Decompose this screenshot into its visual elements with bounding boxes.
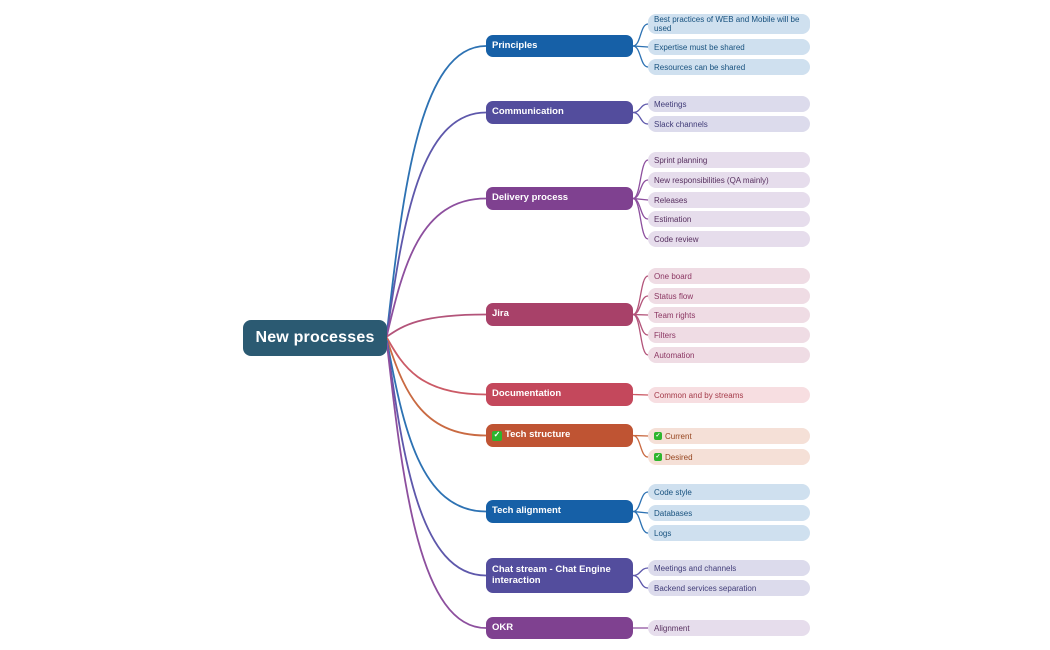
child-connector-tech-alignment-0 [632, 491, 649, 513]
branch-node-principles[interactable]: Principles [486, 35, 633, 57]
branch-node-tech-alignment[interactable]: Tech alignment [486, 500, 633, 523]
child-label: Meetings [654, 99, 687, 109]
child-node-tech-alignment-1[interactable]: Databases [648, 505, 810, 521]
child-label: Best practices of WEB and Mobile will be… [654, 15, 800, 33]
child-label: Team rights [654, 310, 696, 320]
child-node-principles-2[interactable]: Resources can be shared [648, 59, 810, 75]
child-node-jira-1[interactable]: Status flow [648, 288, 810, 304]
child-node-delivery-process-1[interactable]: New responsibilities (QA mainly) [648, 172, 810, 188]
child-node-delivery-process-3[interactable]: Estimation [648, 211, 810, 227]
branch-label-okr: OKR [492, 621, 514, 633]
branch-node-chat-stream[interactable]: Chat stream - Chat Engine interaction [486, 558, 633, 593]
child-node-jira-4[interactable]: Automation [648, 347, 810, 363]
child-label: Sprint planning [654, 155, 708, 165]
branch-label-chat-stream: Chat stream - Chat Engine interaction [492, 564, 611, 586]
branch-label-jira: Jira [492, 308, 509, 320]
branch-connector-tech-alignment [386, 340, 487, 513]
branch-label-tech-structure: Tech structure [505, 429, 571, 441]
child-label: Backend services separation [654, 583, 757, 593]
child-label: Filters [654, 330, 676, 340]
root-label: New processes [255, 329, 375, 346]
branch-node-delivery-process[interactable]: Delivery process [486, 187, 633, 210]
child-node-communication-0[interactable]: Meetings [648, 96, 810, 112]
child-label: Common and by streams [654, 390, 744, 400]
child-connector-principles-2 [632, 45, 649, 68]
branch-connector-principles [386, 45, 487, 333]
child-label: Desired [665, 452, 693, 462]
child-node-jira-0[interactable]: One board [648, 268, 810, 284]
child-connector-principles-0 [632, 23, 649, 47]
child-label: Expertise must be shared [654, 42, 745, 52]
child-node-jira-2[interactable]: Team rights [648, 307, 810, 323]
check-icon: ✓ [492, 430, 502, 441]
child-label: Resources can be shared [654, 62, 746, 72]
child-node-tech-structure-1[interactable]: ✓Desired [648, 449, 810, 465]
branch-node-tech-structure[interactable]: ✓Tech structure [486, 424, 633, 447]
branch-node-communication[interactable]: Communication [486, 101, 633, 124]
child-connector-delivery-process-0 [632, 159, 649, 200]
branch-node-okr[interactable]: OKR [486, 617, 633, 639]
child-connector-communication-0 [632, 103, 649, 114]
branch-label-principles: Principles [492, 39, 538, 51]
branch-connector-chat-stream [386, 341, 487, 577]
child-connector-communication-1 [632, 111, 649, 125]
child-label: Current [665, 431, 692, 441]
child-label: Meetings and channels [654, 563, 737, 573]
branch-label-communication: Communication [492, 106, 564, 118]
child-node-delivery-process-4[interactable]: Code review [648, 231, 810, 247]
child-node-jira-3[interactable]: Filters [648, 327, 810, 343]
child-connector-jira-4 [632, 313, 649, 356]
child-node-tech-alignment-0[interactable]: Code style [648, 484, 810, 500]
child-label: Logs [654, 528, 672, 538]
branch-connector-documentation [386, 337, 487, 396]
child-node-tech-structure-0[interactable]: ✓Current [648, 428, 810, 444]
branch-label-tech-alignment: Tech alignment [492, 505, 561, 517]
branch-label-delivery-process: Delivery process [492, 192, 569, 204]
child-connector-chat-stream-1 [632, 574, 649, 589]
child-label: Alignment [654, 623, 690, 633]
child-node-delivery-process-2[interactable]: Releases [648, 192, 810, 208]
check-icon: ✓ [654, 432, 662, 440]
branch-node-jira[interactable]: Jira [486, 303, 633, 326]
child-node-tech-alignment-2[interactable]: Logs [648, 525, 810, 541]
child-connector-documentation-0 [632, 393, 649, 396]
branch-connector-delivery-process [386, 197, 487, 336]
branch-connector-tech-structure [386, 338, 487, 437]
child-connector-tech-alignment-2 [632, 510, 649, 534]
child-label: Slack channels [654, 119, 708, 129]
child-node-communication-1[interactable]: Slack channels [648, 116, 810, 132]
child-connector-jira-0 [632, 275, 649, 316]
child-label: Automation [654, 350, 695, 360]
child-label: Releases [654, 195, 688, 205]
child-connector-chat-stream-0 [632, 567, 649, 577]
branch-node-documentation[interactable]: Documentation [486, 383, 633, 406]
root-node[interactable]: New processes [243, 320, 387, 356]
branch-label-documentation: Documentation [492, 388, 562, 400]
child-node-okr-0[interactable]: Alignment [648, 620, 810, 636]
child-node-delivery-process-0[interactable]: Sprint planning [648, 152, 810, 168]
child-node-documentation-0[interactable]: Common and by streams [648, 387, 810, 403]
branch-connector-communication [386, 111, 487, 335]
child-label: Status flow [654, 291, 694, 301]
check-icon: ✓ [654, 453, 662, 461]
child-label: Estimation [654, 214, 692, 224]
child-node-chat-stream-1[interactable]: Backend services separation [648, 580, 810, 596]
child-label: Code style [654, 487, 692, 497]
child-connector-delivery-process-1 [632, 179, 649, 200]
child-connector-delivery-process-4 [632, 197, 649, 240]
child-node-principles-1[interactable]: Expertise must be shared [648, 39, 810, 55]
child-node-principles-0[interactable]: Best practices of WEB and Mobile will be… [648, 14, 810, 34]
child-label: New responsibilities (QA mainly) [654, 175, 769, 185]
child-label: One board [654, 271, 692, 281]
child-node-chat-stream-0[interactable]: Meetings and channels [648, 560, 810, 576]
child-label: Code review [654, 234, 699, 244]
child-label: Databases [654, 508, 693, 518]
branch-connector-jira [386, 313, 487, 338]
child-connector-tech-structure-1 [632, 434, 649, 458]
branch-connector-okr [386, 343, 487, 629]
